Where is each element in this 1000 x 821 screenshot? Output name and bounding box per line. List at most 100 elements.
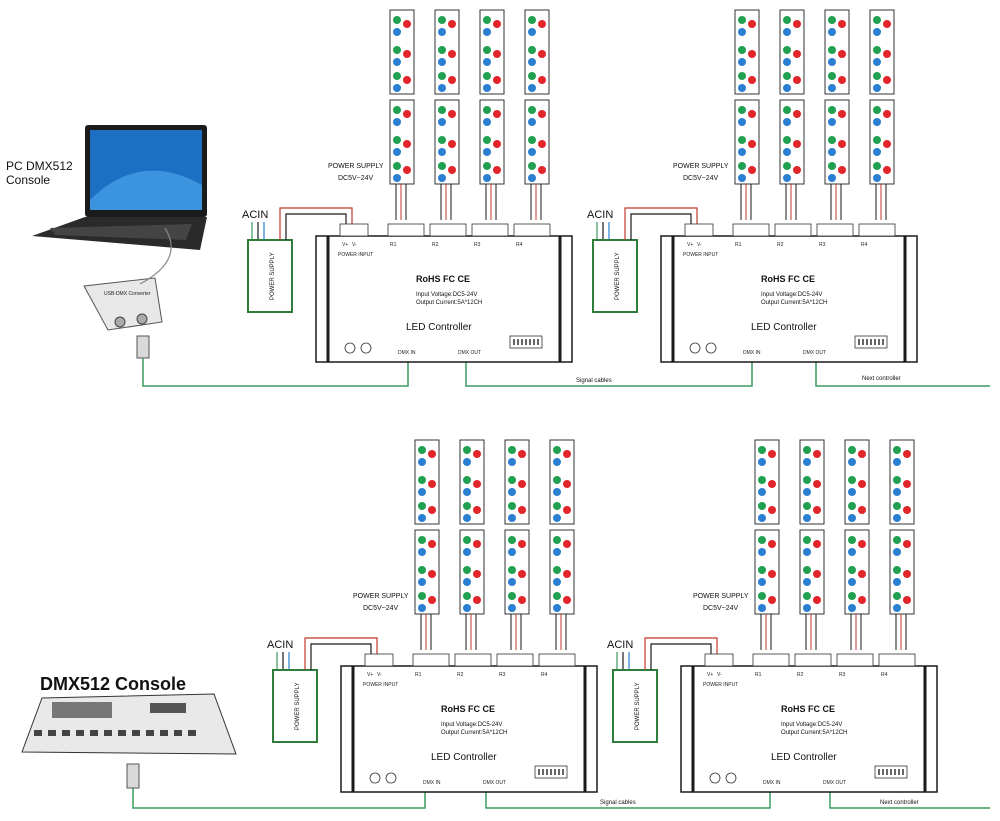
psu-box: POWER SUPPLY xyxy=(247,239,293,313)
terminal-label: V- xyxy=(697,242,702,248)
acin-wires xyxy=(276,652,290,670)
xlr-plug-icon xyxy=(126,763,140,789)
terminal-labels: V+ V- R1 R2 R3 R4 xyxy=(367,672,548,678)
pc-console-title-line1: PC DMX512 xyxy=(6,159,73,173)
strip-wires xyxy=(395,184,542,220)
psu-box-label: POWER SUPPLY xyxy=(635,682,641,730)
dmx-ports xyxy=(369,772,397,784)
terminal-label: R4 xyxy=(881,672,888,678)
next-controller-label: Next controller xyxy=(880,800,919,806)
led-strip xyxy=(389,9,415,185)
led-dots xyxy=(508,446,526,612)
terminal-label: V- xyxy=(352,242,357,248)
power-input-label: POWER INPUT xyxy=(703,682,738,688)
terminal-label: V+ xyxy=(687,242,693,248)
psu-box: POWER SUPPLY xyxy=(592,239,638,313)
acin-label: ACIN xyxy=(587,209,613,221)
led-strip xyxy=(754,439,780,615)
signal-cables-label: Signal cables xyxy=(600,800,636,806)
led-dots xyxy=(438,16,456,182)
dmx-ports xyxy=(689,342,717,354)
led-dots xyxy=(828,16,846,182)
dmx-out-label: DMX OUT xyxy=(823,780,846,786)
power-input-label: POWER INPUT xyxy=(683,252,718,258)
psu-box-label: POWER SUPPLY xyxy=(270,252,276,300)
controller-unit-3: POWER SUPPLY DC5V~24V ACIN POWER SUPPLY xyxy=(267,439,598,793)
power-input-label: POWER INPUT xyxy=(363,682,398,688)
certifications-label: RoHS FC CE xyxy=(761,274,815,284)
dmx512-console-title: DMX512 Console xyxy=(40,674,186,694)
input-voltage-label: Input Voltage:DC5-24V xyxy=(781,722,842,728)
controller-unit-4: POWER SUPPLY DC5V~24V ACIN POWER SUPPLY xyxy=(607,439,938,793)
led-dots xyxy=(848,446,866,612)
led-strip xyxy=(734,9,760,185)
power-supply-label: POWER SUPPLY xyxy=(328,163,384,170)
terminal-blocks xyxy=(684,223,896,237)
led-dots xyxy=(783,16,801,182)
terminal-labels: V+ V- R1 R2 R3 R4 xyxy=(342,242,523,248)
strip-wires xyxy=(740,184,887,220)
terminal-label: V+ xyxy=(367,672,373,678)
led-strip xyxy=(414,439,440,615)
led-strip xyxy=(524,9,550,185)
led-dots xyxy=(738,16,756,182)
power-input-label: POWER INPUT xyxy=(338,252,373,258)
power-wires xyxy=(624,207,698,240)
controller-name-label: LED Controller xyxy=(431,752,497,763)
psu-box: POWER SUPPLY xyxy=(612,669,658,743)
terminal-label: R4 xyxy=(861,242,868,248)
led-dots xyxy=(418,446,436,612)
certifications-label: RoHS FC CE xyxy=(781,704,835,714)
power-supply-label: POWER SUPPLY xyxy=(673,163,729,170)
controller-name-label: LED Controller xyxy=(406,322,472,333)
controller-name-label: LED Controller xyxy=(751,322,817,333)
dmx-in-label: DMX IN xyxy=(423,780,441,786)
power-supply-voltage-label: DC5V~24V xyxy=(363,605,399,612)
terminal-label: R2 xyxy=(432,242,439,248)
led-dots xyxy=(758,446,776,612)
dip-switch xyxy=(854,335,888,349)
controller-unit-1: POWER SUPPLY DC5V~24V ACIN POWER SUPPLY xyxy=(242,9,573,363)
power-supply-voltage-label: DC5V~24V xyxy=(338,175,374,182)
terminal-label: V+ xyxy=(342,242,348,248)
led-module-group xyxy=(389,9,550,185)
terminal-label: R2 xyxy=(457,672,464,678)
terminal-label: R1 xyxy=(735,242,742,248)
input-voltage-label: Input Voltage:DC5-24V xyxy=(761,292,822,298)
terminal-label: R1 xyxy=(390,242,397,248)
dmx-out-label: DMX OUT xyxy=(803,350,826,356)
controller-box: V+ V- R1 R2 R3 R4 POWER INPUT RoHS FC CE… xyxy=(340,653,598,793)
input-voltage-label: Input Voltage:DC5-24V xyxy=(441,722,502,728)
terminal-blocks xyxy=(339,223,551,237)
certifications-label: RoHS FC CE xyxy=(441,704,495,714)
led-strip xyxy=(824,9,850,185)
acin-label: ACIN xyxy=(242,209,268,221)
dmx-out-label: DMX OUT xyxy=(458,350,481,356)
terminal-label: V- xyxy=(377,672,382,678)
led-strip xyxy=(479,9,505,185)
dmx-out-label: DMX OUT xyxy=(483,780,506,786)
dmx-ports xyxy=(709,772,737,784)
led-strip xyxy=(869,9,895,185)
dip-switch xyxy=(874,765,908,779)
terminal-label: R3 xyxy=(499,672,506,678)
acin-wires xyxy=(596,222,610,240)
terminal-label: R2 xyxy=(797,672,804,678)
terminal-label: R3 xyxy=(839,672,846,678)
terminal-label: R3 xyxy=(819,242,826,248)
pc-console-title-line2: Console xyxy=(6,173,50,187)
terminal-label: V- xyxy=(717,672,722,678)
acin-wires xyxy=(251,222,265,240)
controller-name-label: LED Controller xyxy=(771,752,837,763)
strip-wires xyxy=(760,614,907,650)
controller-box: V+ V- R1 R2 R3 R4 POWER INPUT RoHS FC CE… xyxy=(315,223,573,363)
led-strip xyxy=(434,9,460,185)
dmx-ports xyxy=(344,342,372,354)
terminal-blocks xyxy=(364,653,576,667)
psu-box-label: POWER SUPPLY xyxy=(295,682,301,730)
signal-cables-label: Signal cables xyxy=(576,378,612,384)
xlr-plug-icon xyxy=(136,335,150,359)
dip-switch xyxy=(509,335,543,349)
terminal-label: R4 xyxy=(541,672,548,678)
